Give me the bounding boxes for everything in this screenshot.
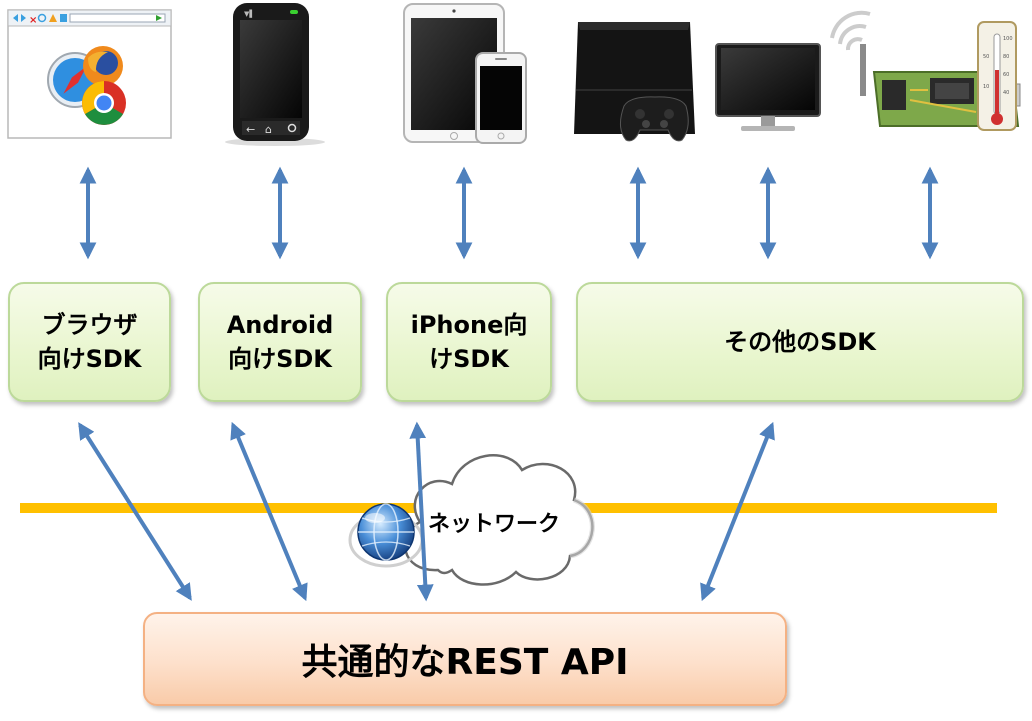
sdk-box-other: その他のSDK	[576, 282, 1024, 402]
svg-text:10: 10	[983, 84, 989, 90]
arrow-browser-api	[78, 422, 192, 601]
game-console-icon	[574, 22, 695, 142]
sdk-box-browser: ブラウザ 向けSDK	[8, 282, 171, 402]
android-phone-icon: ▼▌ ← ⌂	[225, 3, 325, 146]
svg-text:100: 100	[1003, 36, 1013, 42]
sensor-board-icon: 100 80 60 40 50 10	[830, 10, 1021, 131]
svg-text:40: 40	[1003, 90, 1009, 96]
globe-icon	[348, 503, 424, 568]
svg-text:×: ×	[29, 15, 37, 26]
svg-text:50: 50	[983, 54, 989, 60]
arrow-iphone-api	[409, 421, 434, 602]
sdk-box-iphone: iPhone向 けSDK	[386, 282, 552, 402]
svg-text:80: 80	[1003, 54, 1009, 60]
sdk-box-android: Android 向けSDK	[198, 282, 362, 402]
svg-text:60: 60	[1003, 72, 1009, 78]
arrow-other-api	[700, 421, 775, 602]
svg-text:⌂: ⌂	[265, 123, 272, 136]
browser-window-icon: ×	[7, 9, 172, 139]
svg-text:▼▌: ▼▌	[244, 9, 255, 18]
rest-api-box: 共通的なREST API	[143, 612, 787, 706]
monitor-icon	[715, 43, 821, 131]
ipad-iphone-icon	[403, 3, 527, 144]
svg-text:←: ←	[246, 123, 255, 136]
arrow-android-api	[230, 421, 308, 602]
network-label: ネットワーク	[428, 512, 561, 537]
